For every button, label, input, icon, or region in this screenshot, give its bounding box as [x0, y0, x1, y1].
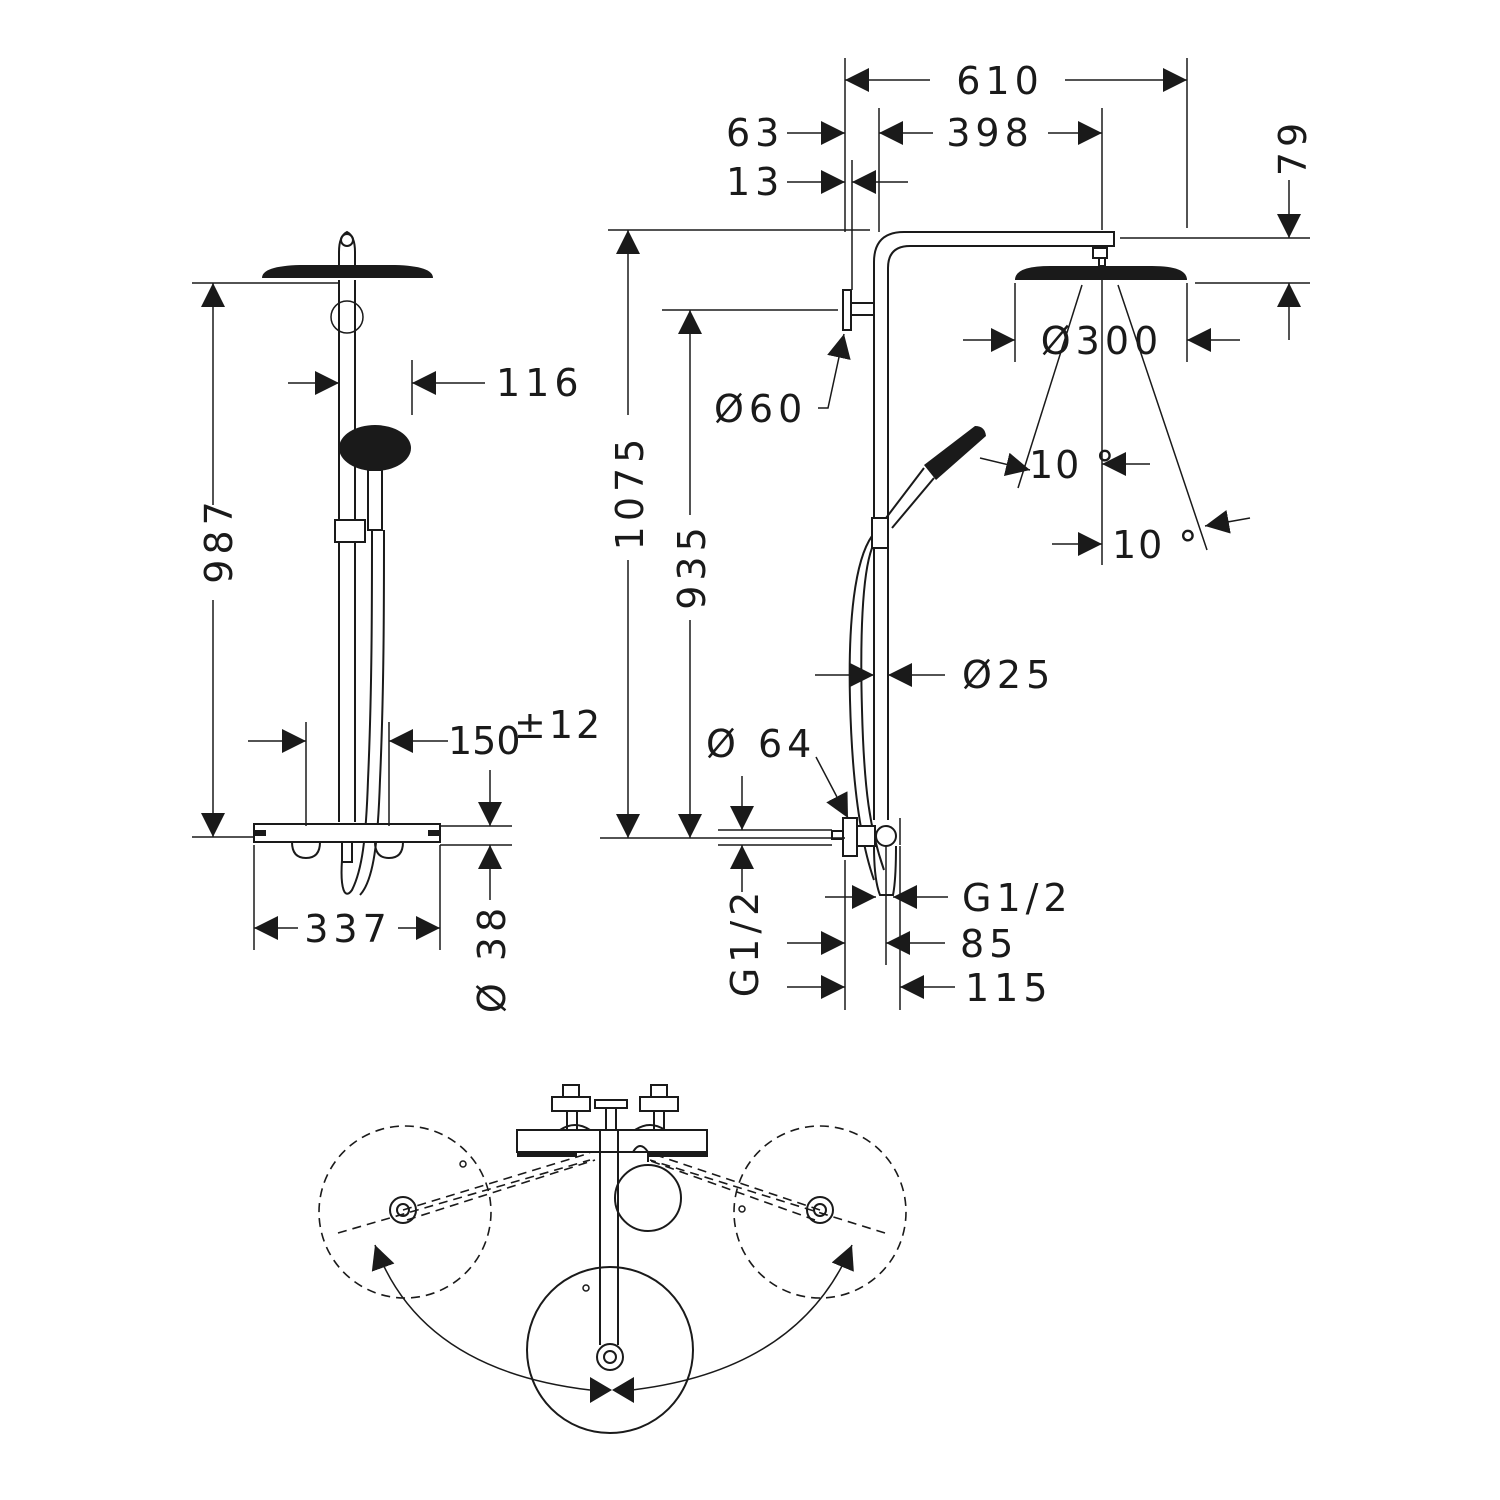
right-swivel-circle [647, 1125, 907, 1299]
side-mixer [831, 817, 901, 896]
dim-987: 987 [192, 282, 340, 838]
dim-label-337: 337 [304, 907, 392, 951]
front-riser-pipe [338, 280, 356, 822]
top-riser [599, 1130, 619, 1345]
dim-116: 116 [288, 360, 584, 415]
dim-label-13: 13 [726, 160, 784, 204]
dim-label-angle-10-lower: 10 ° [1112, 523, 1199, 567]
top-hand-shower [614, 1145, 682, 1232]
dim-115: 115 [787, 846, 1053, 1010]
dim-610: 610 [844, 58, 1188, 228]
side-riser-and-arm [873, 231, 1115, 820]
dim-thread-horizontal: G1/2 [825, 876, 1073, 920]
side-wall-holder [842, 289, 875, 331]
dim-label-thread-horizontal: G1/2 [962, 876, 1073, 920]
dim-label-79: 79 [1271, 118, 1315, 176]
dim-398: 398 [878, 108, 1103, 232]
top-view [318, 1084, 907, 1434]
front-view: 987 116 150 ±12 337 [192, 230, 603, 1013]
front-overhead-shower [262, 230, 433, 334]
left-swivel-circle [318, 1125, 596, 1299]
dim-label-diameter-25: Ø25 [962, 653, 1055, 697]
dim-label-610: 610 [956, 59, 1044, 103]
dim-label-398: 398 [946, 111, 1034, 155]
dim-85: 85 [787, 846, 1018, 966]
dim-diameter-38: Ø 38 [440, 770, 514, 1013]
dim-label-85: 85 [960, 922, 1018, 966]
dim-label-thread-vertical: G1/2 [723, 887, 767, 998]
top-mixer [516, 1084, 708, 1157]
dim-label-diameter-38: Ø 38 [470, 903, 514, 1013]
dim-935: 935 [662, 309, 838, 838]
dim-label-935: 935 [670, 522, 714, 610]
dim-79: 79 [1120, 118, 1315, 340]
front-thermostat-mixer [253, 823, 441, 863]
dim-diameter-60: Ø60 [714, 333, 851, 431]
top-overhead-shower [526, 1266, 694, 1434]
dim-337: 337 [253, 845, 441, 951]
dim-diameter-64: Ø 64 [706, 722, 849, 819]
dim-63: 63 [726, 111, 845, 155]
dim-label-116: 116 [496, 361, 584, 405]
dim-150: 150 ±12 [248, 703, 603, 826]
dim-label-150: 150 [448, 719, 521, 763]
rotation-arcs [371, 1244, 854, 1403]
dim-angle-10-upper: 10 ° [979, 443, 1150, 487]
dim-label-115: 115 [965, 966, 1053, 1010]
dim-label-63: 63 [726, 111, 784, 155]
dim-13: 13 [726, 160, 908, 290]
side-view: 610 63 398 13 79 [600, 58, 1315, 1010]
dim-thread-vertical: G1/2 [718, 776, 832, 997]
dim-label-1075: 1075 [608, 434, 652, 551]
dim-angle-10-lower: 10 ° [1052, 509, 1251, 567]
dim-label-tolerance: ±12 [514, 703, 603, 747]
dim-diameter-25: Ø25 [815, 653, 1055, 697]
dim-label-987: 987 [197, 496, 241, 584]
front-hand-shower [334, 425, 411, 896]
dim-label-diameter-60: Ø60 [714, 387, 807, 431]
side-overhead-shower [1015, 266, 1187, 280]
dim-1075: 1075 [600, 229, 870, 839]
dim-label-diameter-64: Ø 64 [706, 722, 816, 766]
dim-label-angle-10-upper: 10 ° [1029, 443, 1116, 487]
